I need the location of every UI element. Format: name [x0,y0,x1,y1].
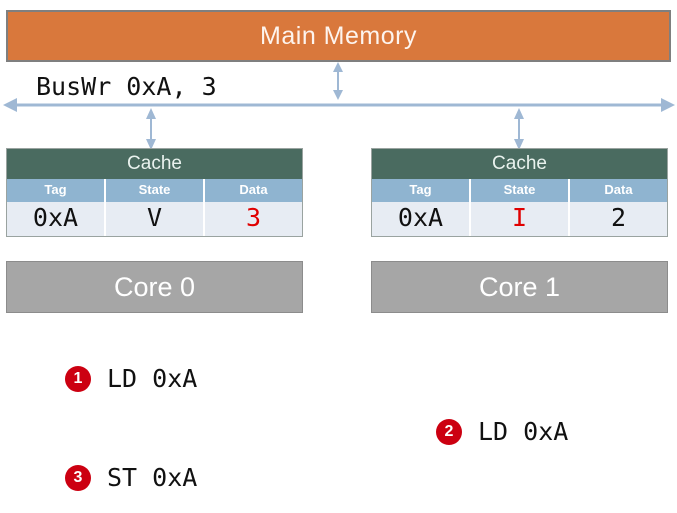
cache-col-data-core1: Data [604,182,633,197]
cache-col-data-core0: Data [239,182,268,197]
step-badge-2: 2 [436,418,462,445]
step-instruction-3: ST 0xA [107,463,198,492]
cache-data-value-core0: 3 [245,202,262,232]
cache-state-value-core0: V [106,201,205,236]
cache-block-core1: Cache Tag State Data 0xA I 2 [371,148,668,237]
step-badge-1: 1 [65,365,91,392]
cache-col-tag-core1: Tag [372,179,471,202]
core-label-core0: Core 0 [113,271,196,302]
cache-header-row-core0: Tag State Data [7,179,302,202]
cache-header-row-core1: Tag State Data [372,179,667,202]
cache-title-core0: Cache [7,149,302,179]
cache-data-row-core0: 0xA V 3 [7,201,302,236]
step-item-1: 1 LD 0xA [65,364,197,393]
cache-state-value-core1: I [471,201,570,236]
memory-bus-connector-arrow [333,62,343,100]
cache-col-tag-core0: Tag [7,179,106,202]
step-badge-3: 3 [65,464,91,491]
cache-col-state-core1: State [471,179,570,202]
core-label-core1: Core 1 [478,271,561,302]
bus-transaction-label: BusWr 0xA, 3 [36,72,217,101]
cache-tag-value-core1: 0xA [372,201,471,236]
cache-data-row-core1: 0xA I 2 [372,201,667,236]
bus-cache0-connector-arrow [146,108,156,150]
core-block-core1: Core 1 [371,261,668,313]
cache-title-core1: Cache [372,149,667,179]
step-item-3: 3 ST 0xA [65,463,197,492]
main-memory-block: Main Memory [6,10,671,62]
bus-cache1-connector-arrow [514,108,524,150]
cache-tag-value-core0: 0xA [7,201,106,236]
step-instruction-1: LD 0xA [107,364,198,393]
step-item-2: 2 LD 0xA [436,417,568,446]
step-instruction-2: LD 0xA [478,417,569,446]
main-memory-label: Main Memory [260,21,417,50]
cache-data-value-core1: 2 [610,202,627,232]
cache-block-core0: Cache Tag State Data 0xA V 3 [6,148,303,237]
system-bus-arrow [3,98,675,112]
cache-col-state-core0: State [106,179,205,202]
core-block-core0: Core 0 [6,261,303,313]
